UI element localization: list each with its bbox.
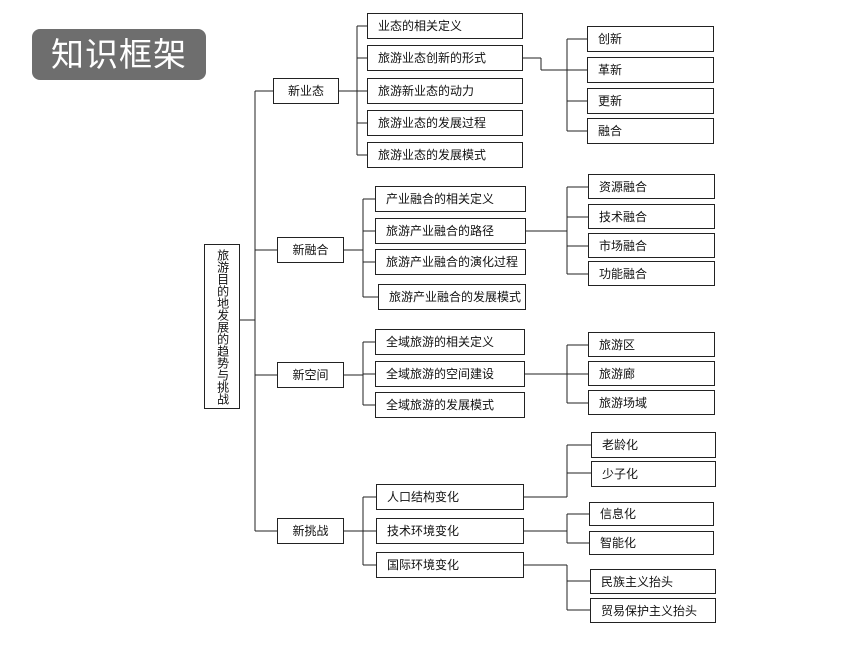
item-node: 全域旅游的相关定义 [375,329,525,355]
leaf-node: 功能融合 [588,261,715,286]
leaf-node: 革新 [587,57,714,83]
item-node: 技术环境变化 [376,518,524,544]
item-node: 产业融合的相关定义 [375,186,526,212]
leaf-node: 贸易保护主义抬头 [590,598,716,623]
item-node: 旅游产业融合的演化过程 [375,249,526,275]
leaf-node: 民族主义抬头 [590,569,716,594]
leaf-node: 市场融合 [588,233,715,258]
leaf-node: 智能化 [589,531,714,555]
item-node: 国际环境变化 [376,552,524,578]
branch-new-challenges: 新挑战 [277,518,344,544]
item-node: 旅游业态的发展模式 [367,142,523,168]
item-node: 旅游产业融合的路径 [375,218,526,244]
leaf-node: 创新 [587,26,714,52]
leaf-node: 信息化 [589,502,714,526]
item-node: 人口结构变化 [376,484,524,510]
item-node: 业态的相关定义 [367,13,523,39]
branch-new-integration: 新融合 [277,237,344,263]
leaf-node: 老龄化 [591,432,716,458]
leaf-node: 融合 [587,118,714,144]
leaf-node: 技术融合 [588,204,715,229]
leaf-node: 少子化 [591,461,716,487]
branch-new-space: 新空间 [277,362,344,388]
root-node: 旅游目的地发展的趋势与挑战 [204,244,240,409]
item-node: 全域旅游的空间建设 [375,361,525,387]
leaf-node: 资源融合 [588,174,715,199]
item-node: 旅游产业融合的发展模式 [378,284,526,310]
branch-new-formats: 新业态 [273,78,339,104]
item-node: 全域旅游的发展模式 [375,392,525,418]
leaf-node: 旅游场域 [588,390,715,415]
leaf-node: 旅游廊 [588,361,715,386]
page-title: 知识框架 [32,29,206,80]
item-node: 旅游业态创新的形式 [367,45,523,71]
item-node: 旅游业态的发展过程 [367,110,523,136]
item-node: 旅游新业态的动力 [367,78,523,104]
leaf-node: 更新 [587,88,714,114]
leaf-node: 旅游区 [588,332,715,357]
